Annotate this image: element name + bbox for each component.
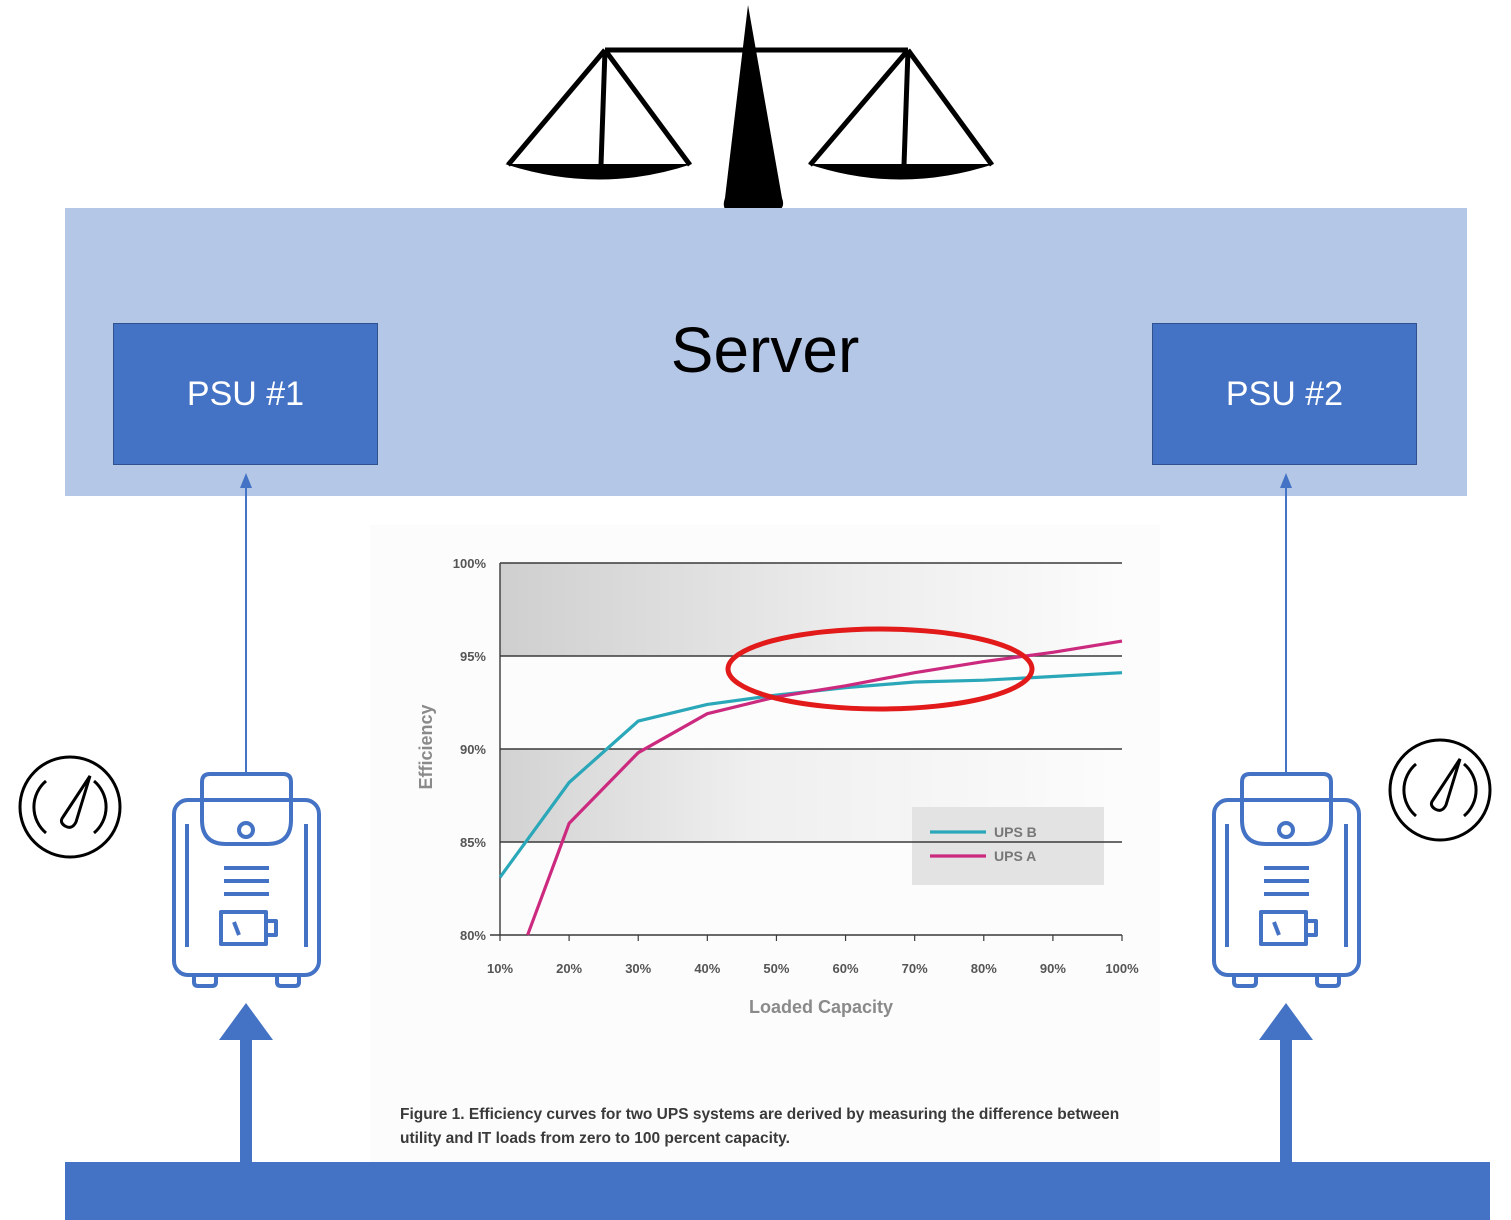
- y-tick-label: 85%: [460, 835, 486, 850]
- x-tick-label: 50%: [763, 961, 789, 976]
- y-tick-label: 80%: [460, 928, 486, 943]
- ups-icon: [1212, 772, 1361, 988]
- y-tick-label: 95%: [460, 649, 486, 664]
- x-tick-label: 40%: [694, 961, 720, 976]
- server-label: Server: [670, 314, 860, 386]
- legend-label: UPS A: [994, 848, 1036, 864]
- x-tick-label: 30%: [625, 961, 651, 976]
- legend-box: [912, 807, 1104, 885]
- arrow-up-icon: [219, 1003, 273, 1164]
- arrow-up-icon: [240, 473, 252, 772]
- scale-icon: [505, 5, 995, 214]
- arrow-up-icon: [1280, 473, 1292, 772]
- psu-1-label: PSU #1: [186, 374, 305, 413]
- psu-1-box: PSU #1: [113, 323, 378, 465]
- x-tick-label: 20%: [556, 961, 582, 976]
- efficiency-figure: 80% 85% 90% 95% 100% 10% 20% 30% 40% 50% 60% 70% 80%…: [370, 525, 1160, 1190]
- figure-caption: Figure 1. Efficiency curves for two UPS …: [400, 1106, 1120, 1147]
- efficiency-chart: 80% 85% 90% 95% 100% 10% 20% 30% 40% 50% 60% 70% 80%…: [416, 556, 1139, 1017]
- arrow-up-icon: [1259, 1003, 1313, 1164]
- y-tick-label: 100%: [453, 556, 487, 571]
- gauge-icon: [1388, 738, 1492, 842]
- x-tick-label: 60%: [833, 961, 859, 976]
- power-bus: [65, 1162, 1490, 1220]
- x-axis-label: Loaded Capacity: [749, 997, 893, 1017]
- y-tick-label: 90%: [460, 742, 486, 757]
- x-tick-label: 80%: [971, 961, 997, 976]
- gauge-icon: [18, 755, 122, 859]
- x-tick-label: 100%: [1105, 961, 1139, 976]
- ups-icon: [172, 772, 321, 988]
- y-axis-label: Efficiency: [416, 704, 436, 789]
- x-tick-label: 10%: [487, 961, 513, 976]
- psu-2-box: PSU #2: [1152, 323, 1417, 465]
- legend-label: UPS B: [994, 824, 1037, 840]
- x-tick-label: 90%: [1040, 961, 1066, 976]
- x-tick-label: 70%: [902, 961, 928, 976]
- psu-2-label: PSU #2: [1225, 374, 1344, 413]
